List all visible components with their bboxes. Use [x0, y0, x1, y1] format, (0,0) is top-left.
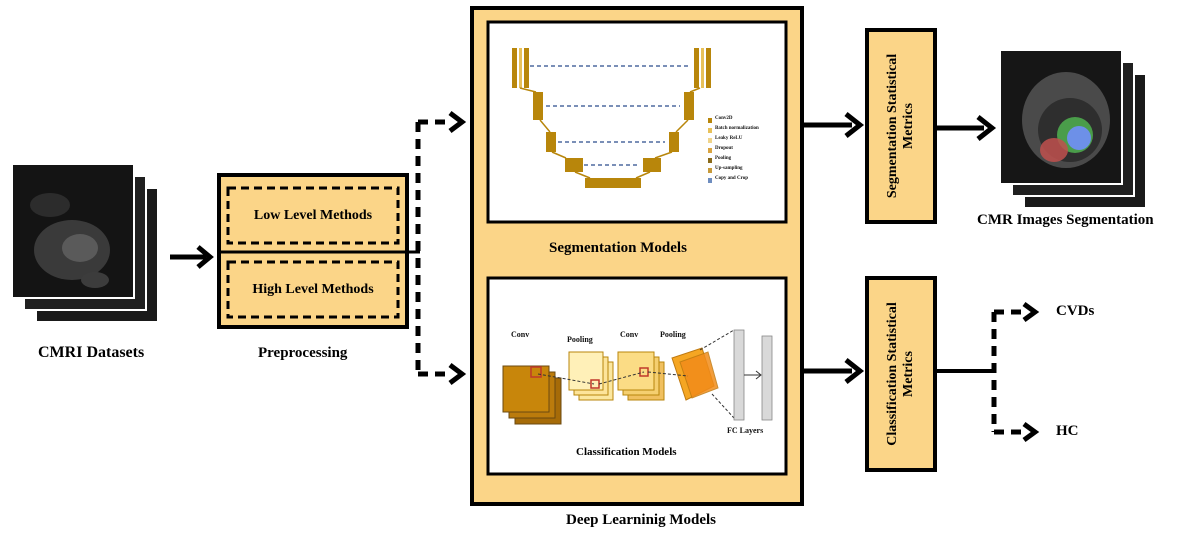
classification-metrics-box: [865, 276, 937, 472]
high-level-methods-box: [226, 260, 400, 319]
segmentation-models-panel: [486, 20, 788, 224]
segmentation-models-label: Segmentation Models: [549, 240, 687, 256]
unet-legend-item: Batch normalization: [715, 126, 759, 131]
hc-class-label: HC: [1056, 423, 1079, 439]
classification-models-label: Classification Models: [576, 446, 677, 458]
unet-legend-item: Copy and Crop: [715, 176, 748, 181]
unet-legend-item: Leaky ReLU: [715, 136, 743, 141]
unet-legend-item: Dropout: [715, 146, 733, 151]
low-level-methods-box: [226, 186, 400, 245]
cmri-datasets-label: CMRI Datasets: [38, 344, 145, 361]
unet-architecture-sketch: [512, 48, 712, 188]
segmentation-metrics-label: Segmentation Statistical Metrics: [885, 53, 916, 199]
classification-metrics-label: Classification Statistical Metrics: [885, 302, 916, 446]
cnn-layer-label: Pooling: [567, 335, 593, 344]
deep-learning-models-label: Deep Learninig Models: [566, 512, 716, 528]
unet-legend-item: Up-sampling: [715, 166, 743, 171]
cmr-segmentation-output-label: CMR Images Segmentation: [977, 212, 1154, 228]
preprocessing-label: Preprocessing: [258, 345, 348, 361]
unet-legend-item: Pooling: [715, 156, 732, 161]
cnn-layer-label: Conv: [511, 330, 530, 339]
cnn-layer-label: Pooling: [660, 330, 686, 339]
fc-layers-label: FC Layers: [727, 426, 764, 435]
low-level-methods-label: Low Level Methods: [253, 207, 373, 223]
segmented-cmr-image-stack: [999, 49, 1147, 209]
cmri-image-stack: [11, 163, 159, 323]
cnn-layer-label: Conv: [620, 330, 639, 339]
cvds-class-label: CVDs: [1056, 303, 1095, 319]
high-level-methods-label: High Level Methods: [252, 281, 374, 297]
segmentation-metrics-box: [865, 28, 937, 224]
cnn-architecture-sketch: [502, 329, 773, 425]
unet-legend-item: Conv2D: [715, 116, 733, 121]
